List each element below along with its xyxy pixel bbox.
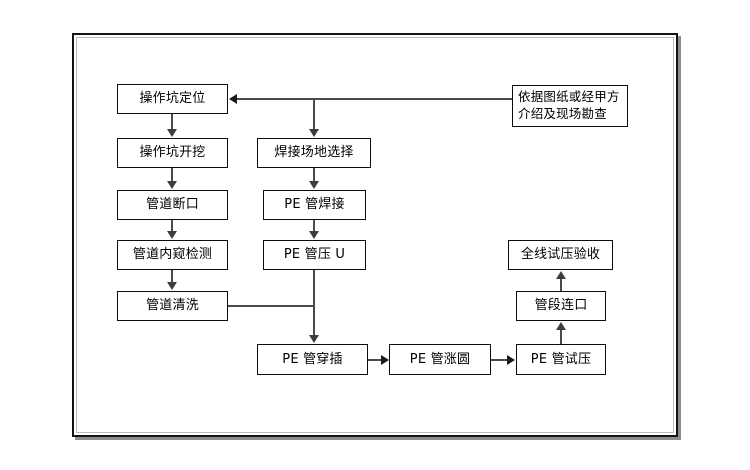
edge-n11-n12-arrow <box>556 322 566 330</box>
node-full-line-pressure-acceptance[interactable]: 全线试压验收 <box>508 240 613 270</box>
edge-source-to-locate-line <box>237 98 512 100</box>
node-pipeline-cleaning[interactable]: 管道清洗 <box>117 291 228 321</box>
edge-n1-n2-line <box>171 114 173 130</box>
edge-source-to-welding-line <box>313 99 315 130</box>
edge-n3-n4-arrow <box>167 231 177 239</box>
edge-source-to-locate-arrow <box>229 94 237 104</box>
edge-n9-n10-arrow <box>381 355 389 365</box>
edge-source-to-welding-arrow <box>309 129 319 137</box>
edge-n10-n11-line <box>491 359 508 361</box>
edge-n4-n5-line <box>171 270 173 283</box>
node-pe-pipe-u-pressing[interactable]: PE 管压 U <box>263 240 366 270</box>
node-pe-pipe-pressure-test[interactable]: PE 管试压 <box>516 344 606 375</box>
node-pe-pipe-welding[interactable]: PE 管焊接 <box>263 190 366 220</box>
node-welding-site-selection[interactable]: 焊接场地选择 <box>257 138 371 168</box>
node-operation-pit-positioning[interactable]: 操作坑定位 <box>117 84 228 114</box>
edge-n2-n3-line <box>171 168 173 182</box>
edge-n6-n7-line <box>313 168 315 182</box>
edge-n12-n13-line <box>560 278 562 291</box>
edge-n6-n7-arrow <box>309 181 319 189</box>
node-pipeline-cut[interactable]: 管道断口 <box>117 190 228 220</box>
edge-n1-n2-arrow <box>167 129 177 137</box>
edge-n7-n8-line <box>313 220 315 232</box>
edge-n10-n11-arrow <box>507 355 515 365</box>
edge-n3-n4-line <box>171 220 173 232</box>
edge-n7-n8-arrow <box>309 231 319 239</box>
node-pe-pipe-insertion[interactable]: PE 管穿插 <box>257 344 368 375</box>
edge-n11-n12-line <box>560 329 562 344</box>
edge-n5-join-line <box>228 305 314 307</box>
node-drawing-or-owner-briefing-survey[interactable]: 依据图纸或经甲方 介绍及现场勘查 <box>512 85 628 127</box>
node-pipeline-endoscopic-inspection[interactable]: 管道内窥检测 <box>117 240 228 270</box>
edge-n8-n9-line <box>313 270 315 336</box>
edge-n12-n13-arrow <box>556 271 566 279</box>
node-pipe-section-connection[interactable]: 管段连口 <box>516 291 606 321</box>
edge-n4-n5-arrow <box>167 282 177 290</box>
edge-n9-n10-line <box>368 359 382 361</box>
node-pe-pipe-rerounding[interactable]: PE 管涨圆 <box>389 344 491 375</box>
node-operation-pit-excavation[interactable]: 操作坑开挖 <box>117 138 228 168</box>
edge-n8-n9-arrow <box>309 335 319 343</box>
edge-n2-n3-arrow <box>167 181 177 189</box>
